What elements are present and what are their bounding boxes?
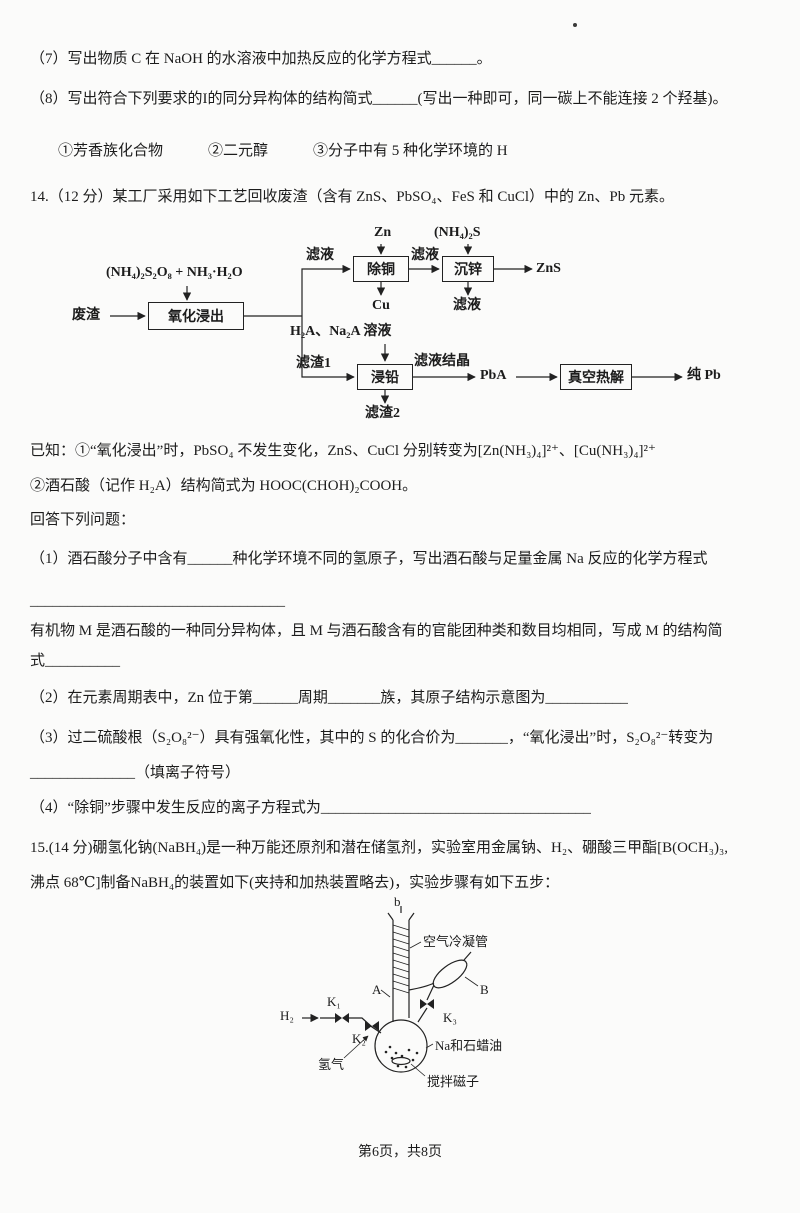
flow-ammonium-sulfide-label: (NH₄)₂S — [434, 225, 481, 240]
question-14-1-blank-line: __________________________________ — [30, 593, 285, 609]
question-15-stem-line1: 15.(14 分)硼氢化钠(NaBH₄)是一种万能还原剂和潜在储氢剂，实验室用金… — [30, 840, 728, 856]
known-info-1: 已知：①“氧化浸出”时，PbSO₄ 不发生变化，ZnS、CuCl 分别转变为[Z… — [30, 443, 656, 459]
scan-artifact-dot — [573, 23, 577, 27]
flow-zinc-metal-label: Zn — [374, 225, 392, 240]
question-14-1a: （1）酒石酸分子中含有______种化学环境不同的氢原子，写出酒石酸与足量金属 … — [30, 551, 708, 567]
flow-filtrate-2-label: 滤液 — [411, 248, 439, 263]
flow-pure-lead-label: 纯 Pb — [687, 368, 721, 383]
known-info-2: ②酒石酸（记作 H₂A）结构简式为 HOOC(CHOH)₂COOH。 — [30, 478, 418, 494]
flow-box-lead-leach: 浸铅 — [357, 364, 413, 390]
flow-box-copper-removal: 除铜 — [353, 256, 409, 282]
flow-residue-2-label: 滤渣2 — [365, 406, 400, 421]
answer-prompt: 回答下列问题： — [30, 512, 136, 528]
flow-copper-product-label: Cu — [372, 298, 390, 313]
apparatus-stir-bar-label: 搅拌磁子 — [427, 1074, 480, 1089]
question-14-2: （2）在元素周期表中，Zn 位于第______周期_______族，其原子结构示… — [30, 690, 628, 706]
flow-box-zinc-precipitation: 沉锌 — [442, 256, 494, 282]
apparatus-port-b-label: b — [394, 894, 401, 909]
flow-pba-label: PbA — [480, 368, 507, 383]
question-14-3b: ______________（填离子符号） — [30, 765, 241, 781]
flow-filtrate-3-label: 滤液 — [453, 298, 481, 313]
question-7-text: （7）写出物质 C 在 NaOH 的水溶液中加热反应的化学方程式______。 — [30, 51, 492, 67]
apparatus-air-condenser-label: 空气冷凝管 — [423, 934, 489, 949]
experiment-apparatus-diagram: b 空气冷凝管 A B K₁ K₂ K₃ H₂ 氢气 Na和石蜡油 搅拌磁子 — [280, 894, 580, 1095]
flow-filtrate-1-label: 滤液 — [306, 248, 334, 263]
recovery-process-flowchart: (NH₄)₂S₂O₈ + NH₃·H₂O 废渣 氧化浸出 滤液 Zn 除铜 滤液… — [30, 214, 770, 426]
flow-acid-solution-label: H₂A、Na₂A 溶液 — [290, 324, 392, 339]
question-14-3a: （3）过二硫酸根（S₂O₈²⁻）具有强氧化性，其中的 S 的化合价为______… — [30, 730, 714, 746]
apparatus-drawing — [302, 906, 479, 1077]
question-14-1c: 式__________ — [30, 653, 121, 669]
flow-feed-label: 废渣 — [72, 308, 100, 323]
question-14-stem: 14.（12 分）某工厂采用如下工艺回收废渣（含有 ZnS、PbSO₄、FeS … — [30, 189, 675, 205]
flow-filtrate-crystallize-label: 滤液结晶 — [414, 354, 470, 369]
apparatus-point-a-label: A — [372, 982, 382, 997]
flow-residue-1-label: 滤渣1 — [296, 356, 331, 371]
page-footer: 第6页，共8页 — [358, 1145, 442, 1160]
flow-box-oxidative-leach: 氧化浸出 — [148, 302, 244, 330]
flow-zns-product-label: ZnS — [536, 261, 561, 276]
apparatus-na-paraffin-label: Na和石蜡油 — [435, 1038, 503, 1053]
apparatus-vessel-b-label: B — [480, 982, 489, 997]
flow-box-vacuum-pyrolysis: 真空热解 — [560, 364, 632, 390]
question-14-4: （4）“除铜”步骤中发生反应的离子方程式为___________________… — [30, 800, 591, 816]
flowchart-lines — [110, 244, 683, 404]
apparatus-valve-k2-label: K₂ — [352, 1031, 366, 1046]
question-14-1b: 有机物 M 是酒石酸的一种同分异构体，且 M 与酒石酸含有的官能团种类和数目均相… — [30, 623, 723, 639]
question-8-text: （8）写出符合下列要求的I的同分异构体的结构简式______(写出一种即可，同一… — [30, 91, 728, 107]
apparatus-valve-k3-label: K₃ — [443, 1010, 457, 1025]
question-15-stem-line2: 沸点 68℃]制备NaBH₄的装置如下(夹持和加热装置略去)，实验步骤有如下五步… — [30, 875, 560, 891]
flow-reagent-label: (NH₄)₂S₂O₈ + NH₃·H₂O — [106, 265, 243, 280]
question-8-options: ①芳香族化合物 ②二元醇 ③分子中有 5 种化学环境的 H — [58, 143, 508, 159]
apparatus-hydrogen-label: 氢气 — [318, 1057, 345, 1072]
apparatus-valve-k1-label: K₁ — [327, 994, 341, 1009]
apparatus-h2-inlet-label: H₂ — [280, 1008, 294, 1023]
